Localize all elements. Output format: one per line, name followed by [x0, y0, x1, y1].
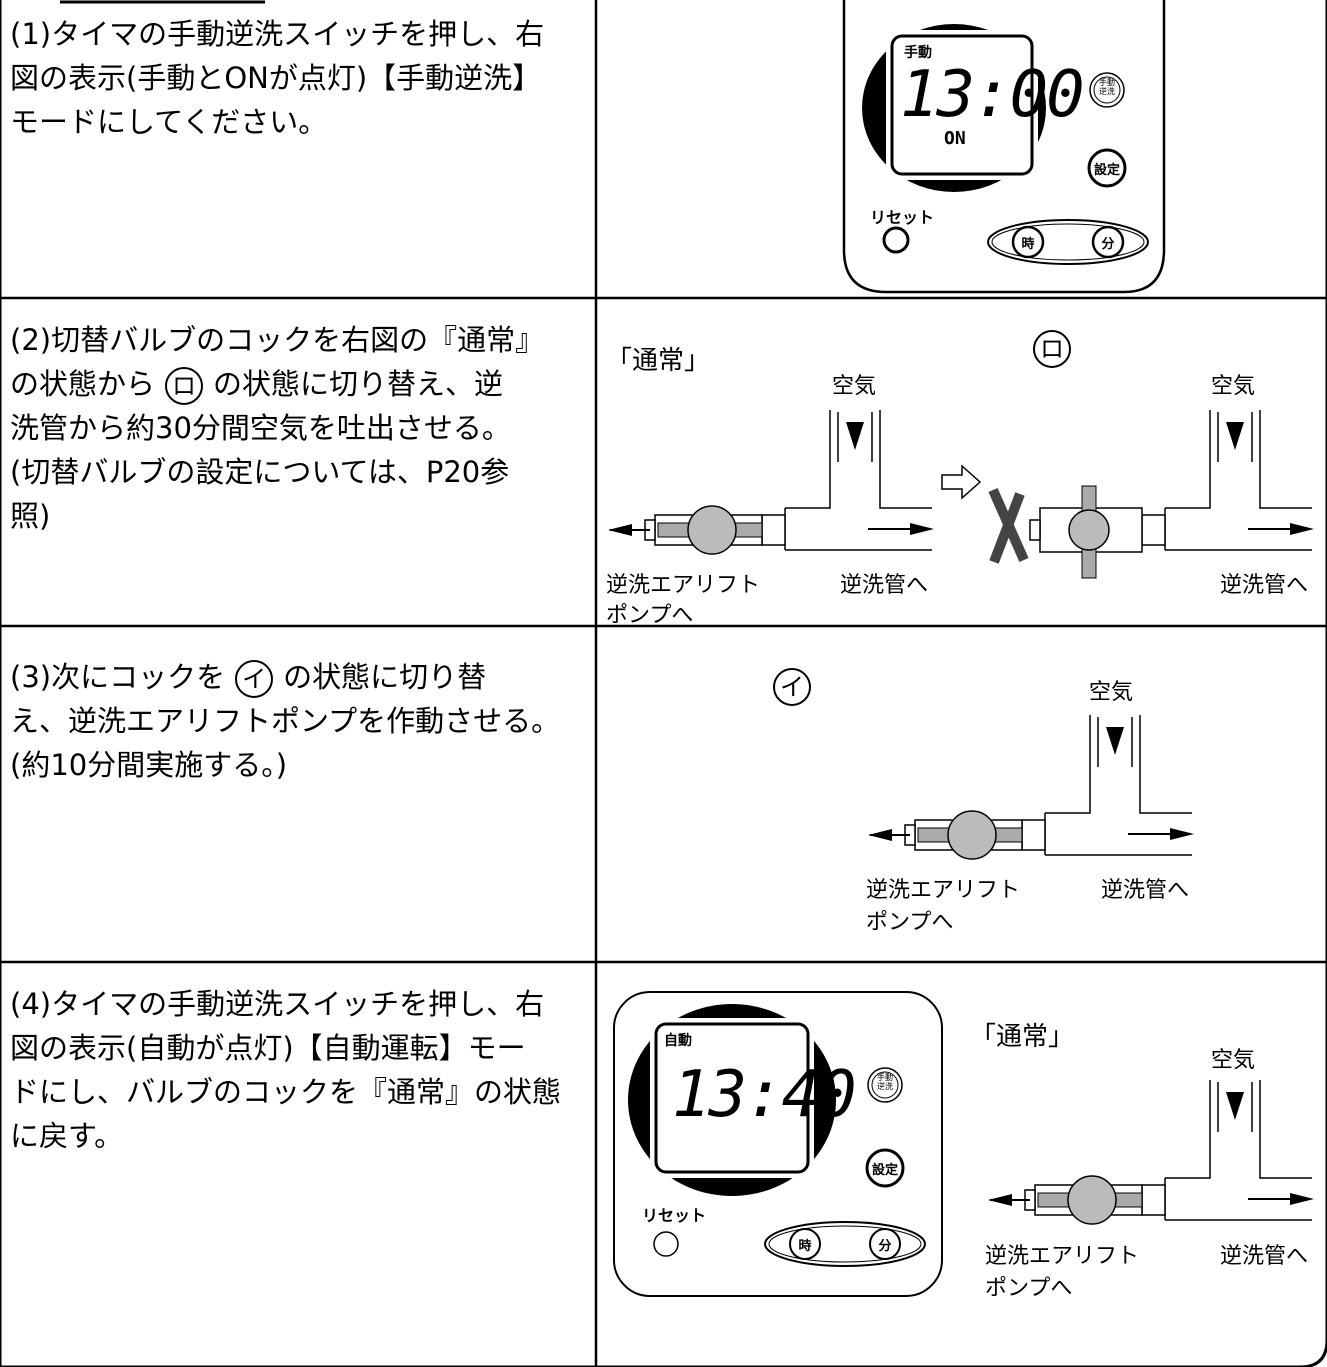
to-pump-label-1a: 逆洗エアリフト	[606, 573, 761, 598]
step-4-line-4: に戻す。	[10, 1119, 124, 1153]
timer-1-time: 13:00	[900, 58, 1085, 132]
timer-2-manual-backwash-button[interactable]: 手動 逆洗	[877, 1073, 893, 1091]
circle-i: イ	[235, 660, 274, 698]
valve-normal	[608, 410, 934, 555]
to-pump-label-3b: ポンプへ	[866, 910, 954, 935]
timer-2-reset-label: リセット	[642, 1206, 707, 1225]
circle-ro: ロ	[165, 367, 204, 405]
air-label-4: 空気	[1211, 1048, 1256, 1073]
valve-ro	[988, 410, 1314, 579]
to-pump-label-4a: 逆洗エアリフト	[985, 1244, 1140, 1269]
to-pump-label-1b: ポンプへ	[606, 603, 694, 628]
step-2-line-1: (2)切替バルブのコックを右図の『通常』	[10, 323, 545, 357]
step-3-line-2: え、逆洗エアリフトポンプを作動させる。	[10, 704, 561, 738]
timer-1-hour-button[interactable]: 時	[1021, 237, 1035, 252]
valve-diagram-normal-4	[988, 1080, 1314, 1225]
to-pipe-label-1: 逆洗管へ	[840, 573, 929, 598]
step-3-line-3: (約10分間実施する。)	[10, 748, 288, 782]
step-3-line-1-pre: (3)次にコックを	[10, 660, 226, 694]
step-2-line-3: 洗管から約30分間空気を吐出させる。	[10, 411, 511, 445]
step-2-line-2-post: の状態に切り替え、逆	[213, 367, 504, 401]
step-2-text: (2)切替バルブのコックを右図の『通常』 の状態からロの状態に切り替え、逆 洗管…	[10, 318, 580, 538]
timer-2-body	[613, 991, 943, 1297]
step-4-text: (4)タイマの手動逆洗スイッチを押し、右 図の表示(自動が点灯)【自動運転】モー…	[10, 982, 580, 1158]
step-1-line-2: 図の表示(手動とONが点灯)【手動逆洗】	[10, 61, 542, 95]
valve-diagram-i	[868, 715, 1194, 860]
step-2-line-5: 照)	[10, 499, 51, 533]
step-3-text: (3)次にコックをイの状態に切り替 え、逆洗エアリフトポンプを作動させる。 (約…	[10, 655, 580, 787]
timer-1-set-button[interactable]: 設定	[1093, 163, 1120, 178]
timer-1-on-indicator: ON	[944, 128, 966, 149]
to-pump-label-3a: 逆洗エアリフト	[866, 878, 1021, 903]
timer-2-mode-label: 自動	[664, 1033, 692, 1049]
timer-2-hour-button[interactable]: 時	[798, 1239, 812, 1254]
step-2-line-4: (切替バルブの設定については、P20参	[10, 455, 510, 489]
step-4-line-3: ドにし、バルブのコックを『通常』の状態	[10, 1075, 562, 1109]
timer-1-body	[842, 0, 1166, 294]
step-4-line-1: (4)タイマの手動逆洗スイッチを押し、右	[10, 987, 545, 1021]
timer-1-mode-label: 手動	[904, 45, 932, 61]
valve-diagram-row-2	[608, 410, 1314, 579]
step-2-line-2-pre: の状態から	[10, 367, 156, 401]
to-pipe-label-3: 逆洗管へ	[1101, 878, 1190, 903]
step-2-line-2: の状態からロの状態に切り替え、逆	[10, 362, 580, 406]
timer-1-manual-backwash-button[interactable]: 手動 逆洗	[1099, 78, 1115, 96]
to-pipe-label-2: 逆洗管へ	[1220, 573, 1309, 598]
timer-2-time: 13:40	[672, 1058, 857, 1132]
step-4-line-2: 図の表示(自動が点灯)【自動運転】モー	[10, 1031, 526, 1065]
timer-2-minute-button[interactable]: 分	[878, 1239, 892, 1254]
timer-1: 手動 13:00 ON 手動 逆洗 設定 リセット 時 分	[842, 0, 1166, 294]
step-3-line-1-post: の状態に切り替	[283, 660, 487, 694]
air-label-2: 空気	[1211, 374, 1256, 399]
ro-state-label: ロ	[1033, 330, 1071, 368]
i-state-label: イ	[773, 668, 811, 706]
timer-1-reset-label: リセット	[870, 208, 935, 227]
timer-1-minute-button[interactable]: 分	[1101, 237, 1115, 252]
step-1-text: (1)タイマの手動逆洗スイッチを押し、右 図の表示(手動とONが点灯)【手動逆洗…	[10, 12, 580, 144]
normal-state-label-2: 「通常」	[970, 1022, 1075, 1052]
air-label-1: 空気	[832, 374, 877, 399]
timer-2: 自動 13:40 手動 逆洗 設定 リセット 時 分	[612, 990, 944, 1300]
step-1-line-1: (1)タイマの手動逆洗スイッチを押し、右	[10, 17, 545, 51]
timer-2-set-button[interactable]: 設定	[871, 1163, 898, 1178]
to-pump-label-4b: ポンプへ	[985, 1276, 1073, 1301]
air-label-3: 空気	[1089, 680, 1134, 705]
to-pipe-label-4: 逆洗管へ	[1220, 1244, 1309, 1269]
step-3-line-1: (3)次にコックをイの状態に切り替	[10, 655, 580, 699]
normal-state-label: 「通常」	[606, 346, 711, 376]
step-1-line-3: モードにしてください。	[10, 105, 328, 139]
